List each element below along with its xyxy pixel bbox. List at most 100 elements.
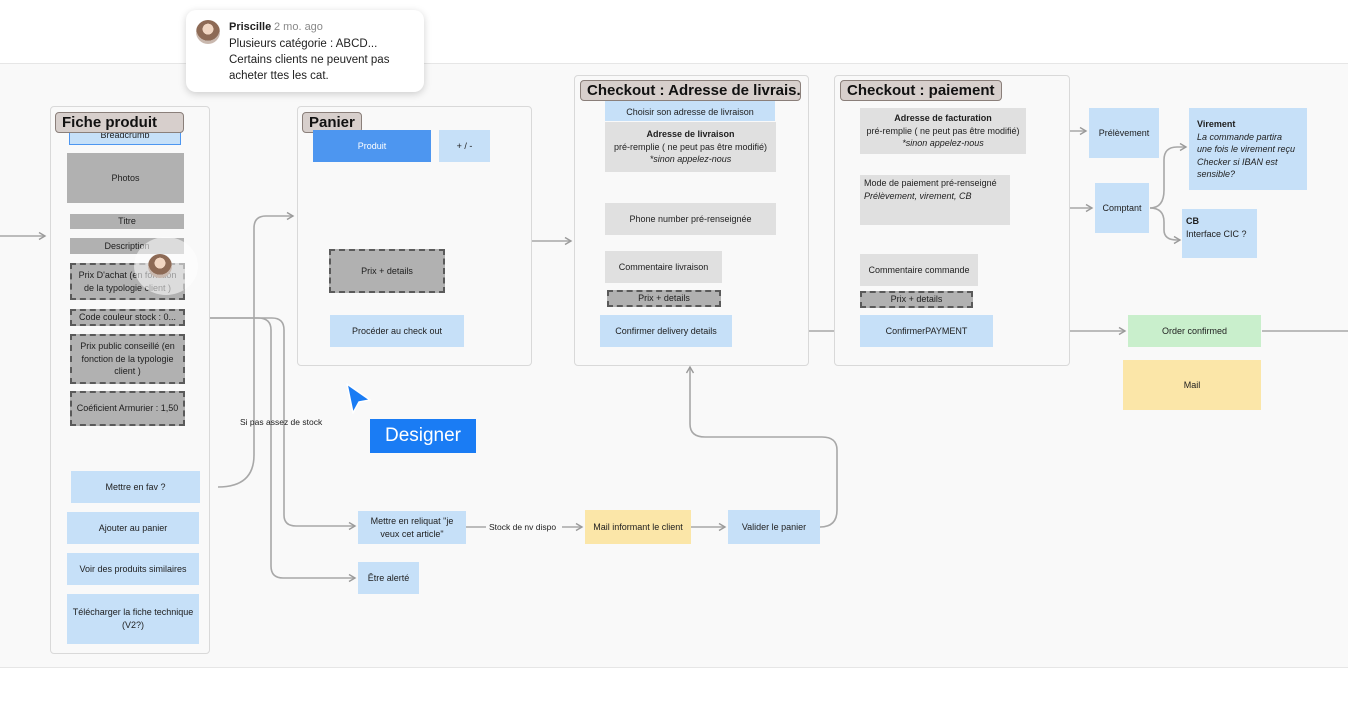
photos-label: Photos xyxy=(111,172,140,183)
cursor-user-label: Designer xyxy=(370,419,476,453)
etre-alerte-button[interactable]: Être alerté xyxy=(358,562,419,594)
mode-paiement-box: Mode de paiement pré-renseigné Prélèveme… xyxy=(860,175,1010,225)
produit-label: Produit xyxy=(357,140,387,151)
section-title-panier: Panier xyxy=(302,112,362,133)
livraison-prix-details: Prix + details xyxy=(607,290,721,307)
produit-box[interactable]: Produit xyxy=(313,130,431,162)
mode-paiement-sub: Prélèvement, virement, CB xyxy=(864,190,972,201)
comment-line: Plusieurs catégorie : ABCD... xyxy=(229,38,378,50)
virement-note: Virement La commande partira une fois le… xyxy=(1189,108,1307,190)
virement-text: La commande partira une fois le virement… xyxy=(1197,131,1296,180)
paiement-prix-label: Prix + details xyxy=(890,294,943,305)
order-confirmed: Order confirmed xyxy=(1128,315,1261,347)
similaires-label: Voir des produits similaires xyxy=(79,563,187,574)
coefficient-armurier: Coéficient Armurier : 1,50 xyxy=(70,391,185,426)
code-couleur-label: Code couleur stock : 0... xyxy=(78,312,177,323)
coef-label: Coéficient Armurier : 1,50 xyxy=(76,403,179,414)
voir-similaires-button[interactable]: Voir des produits similaires xyxy=(67,553,199,585)
facturation-sub: pré-remplie ( ne peut pas être modifié) xyxy=(866,125,1020,136)
arrow-comptant-to-virement xyxy=(1149,142,1188,209)
prelevement-option[interactable]: Prélèvement xyxy=(1089,108,1159,158)
description-label: Description xyxy=(104,240,150,251)
code-couleur-stock: Code couleur stock : 0... xyxy=(70,309,185,326)
facturation-title: Adresse de facturation xyxy=(894,113,992,124)
confirmer-payment-button[interactable]: ConfirmerPAYMENT xyxy=(860,315,993,347)
prix-achat-label: Prix D'achat (en fonction de la typologi… xyxy=(78,269,177,293)
livraison-prix-label: Prix + details xyxy=(638,293,690,304)
mail-label: Mail xyxy=(1183,379,1201,390)
adresse-facturation-box: Adresse de facturation pré-remplie ( ne … xyxy=(860,108,1026,154)
confirmer-delivery-button[interactable]: Confirmer delivery details xyxy=(600,315,732,347)
cursor-icon xyxy=(346,383,371,414)
phone-label: Phone number pré-renseignée xyxy=(629,213,752,224)
arrow-stock-to-alerte xyxy=(186,317,357,583)
adresse-livraison-title: Adresse de livraison xyxy=(646,129,735,140)
stock-dispo-label: Stock de nv dispo xyxy=(489,522,557,532)
panier-prix-details: Prix + details xyxy=(329,249,445,293)
comment-text: Plusieurs catégorie : ABCD... Certains c… xyxy=(229,36,414,84)
facturation-note: *sinon appelez-nous xyxy=(902,138,984,149)
comment-time: 2 mo. ago xyxy=(274,21,323,33)
arrow-stock-to-reliquat xyxy=(186,317,357,531)
virement-title: Virement xyxy=(1197,119,1236,129)
order-confirmed-label: Order confirmed xyxy=(1161,325,1228,336)
fav-label: Mettre en fav ? xyxy=(105,481,166,492)
section-title-paiement: Checkout : paiement xyxy=(840,80,1002,101)
cb-note: CB Interface CIC ? xyxy=(1182,209,1257,258)
phone-number-field: Phone number pré-renseignée xyxy=(605,203,776,235)
commenter-avatar-icon xyxy=(196,20,220,44)
confirmer-payment-label: ConfirmerPAYMENT xyxy=(885,325,968,336)
mettre-en-fav-button[interactable]: Mettre en fav ? xyxy=(71,471,200,503)
arrow-comptant-to-cb xyxy=(1149,207,1182,245)
commentaire-commande-field[interactable]: Commentaire commande xyxy=(860,254,978,286)
arrow-valider-to-livraison xyxy=(685,365,838,528)
titre-placeholder: Titre xyxy=(70,214,184,229)
mail-box: Mail xyxy=(1123,360,1261,410)
adresse-livraison-box: Adresse de livraison pré-remplie ( ne pe… xyxy=(605,122,776,172)
mode-paiement-title: Mode de paiement pré-renseigné xyxy=(864,178,997,188)
comment-author: Priscille xyxy=(229,21,272,33)
proceder-label: Procéder au check out xyxy=(351,325,443,336)
pas-assez-stock-label: Si pas assez de stock xyxy=(240,417,323,427)
choisir-label: Choisir son adresse de livraison xyxy=(626,107,754,118)
alerte-label: Être alerté xyxy=(367,572,410,583)
prix-public-field: Prix public conseillé (en fonction de la… xyxy=(70,334,185,384)
mail-client-label: Mail informant le client xyxy=(593,521,683,532)
section-title-fiche: Fiche produit xyxy=(55,112,184,133)
mettre-en-reliquat-button[interactable]: Mettre en reliquat "je veux cet article" xyxy=(358,511,466,544)
cb-text: Interface CIC ? xyxy=(1186,228,1247,239)
valider-panier-button[interactable]: Valider le panier xyxy=(728,510,820,544)
valider-label: Valider le panier xyxy=(741,521,807,532)
quantity-stepper[interactable]: + / - xyxy=(439,130,490,162)
adresse-livraison-sub: pré-remplie ( ne peut pas être modifié) xyxy=(613,141,768,152)
commentaire-commande-label: Commentaire commande xyxy=(868,264,970,275)
ajouter-label: Ajouter au panier xyxy=(98,522,168,533)
proceder-checkout-button[interactable]: Procéder au check out xyxy=(330,315,464,347)
telecharger-fiche-button[interactable]: Télécharger la fiche technique (V2?) xyxy=(67,594,199,644)
adresse-livraison-note: *sinon appelez-nous xyxy=(649,154,732,165)
confirmer-delivery-label: Confirmer delivery details xyxy=(615,325,717,336)
comptant-option[interactable]: Comptant xyxy=(1095,183,1149,233)
collaborator-avatar-icon[interactable] xyxy=(148,254,172,278)
comptant-label: Comptant xyxy=(1102,202,1142,213)
prix-public-label: Prix public conseillé (en fonction de la… xyxy=(80,341,175,377)
commentaire-livraison-label: Commentaire livraison xyxy=(618,261,709,272)
reliquat-label: Mettre en reliquat "je veux cet article" xyxy=(370,515,454,539)
comment-line: acheter ttes les cat. xyxy=(229,70,329,82)
breadcrumb-label: Breadcrumb xyxy=(100,130,150,141)
ajouter-au-panier-button[interactable]: Ajouter au panier xyxy=(67,512,199,544)
prelevement-label: Prélèvement xyxy=(1098,127,1150,138)
comment-bubble[interactable]: Priscille 2 mo. ago Plusieurs catégorie … xyxy=(186,10,424,92)
telecharger-label: Télécharger la fiche technique (V2?) xyxy=(72,607,194,630)
plusmoins-label: + / - xyxy=(456,140,473,151)
commentaire-livraison-field[interactable]: Commentaire livraison xyxy=(605,251,722,283)
mail-informant-client: Mail informant le client xyxy=(585,510,691,544)
paiement-prix-details: Prix + details xyxy=(860,291,973,308)
arrow-fav-to-panier xyxy=(217,211,295,488)
photos-placeholder: Photos xyxy=(67,153,184,203)
panier-prix-label: Prix + details xyxy=(361,265,413,276)
titre-label: Titre xyxy=(118,216,136,227)
section-title-livraison: Checkout : Adresse de livrais... xyxy=(580,80,801,101)
cb-title: CB xyxy=(1186,216,1199,226)
comment-line: Certains clients ne peuvent pas xyxy=(229,54,390,66)
